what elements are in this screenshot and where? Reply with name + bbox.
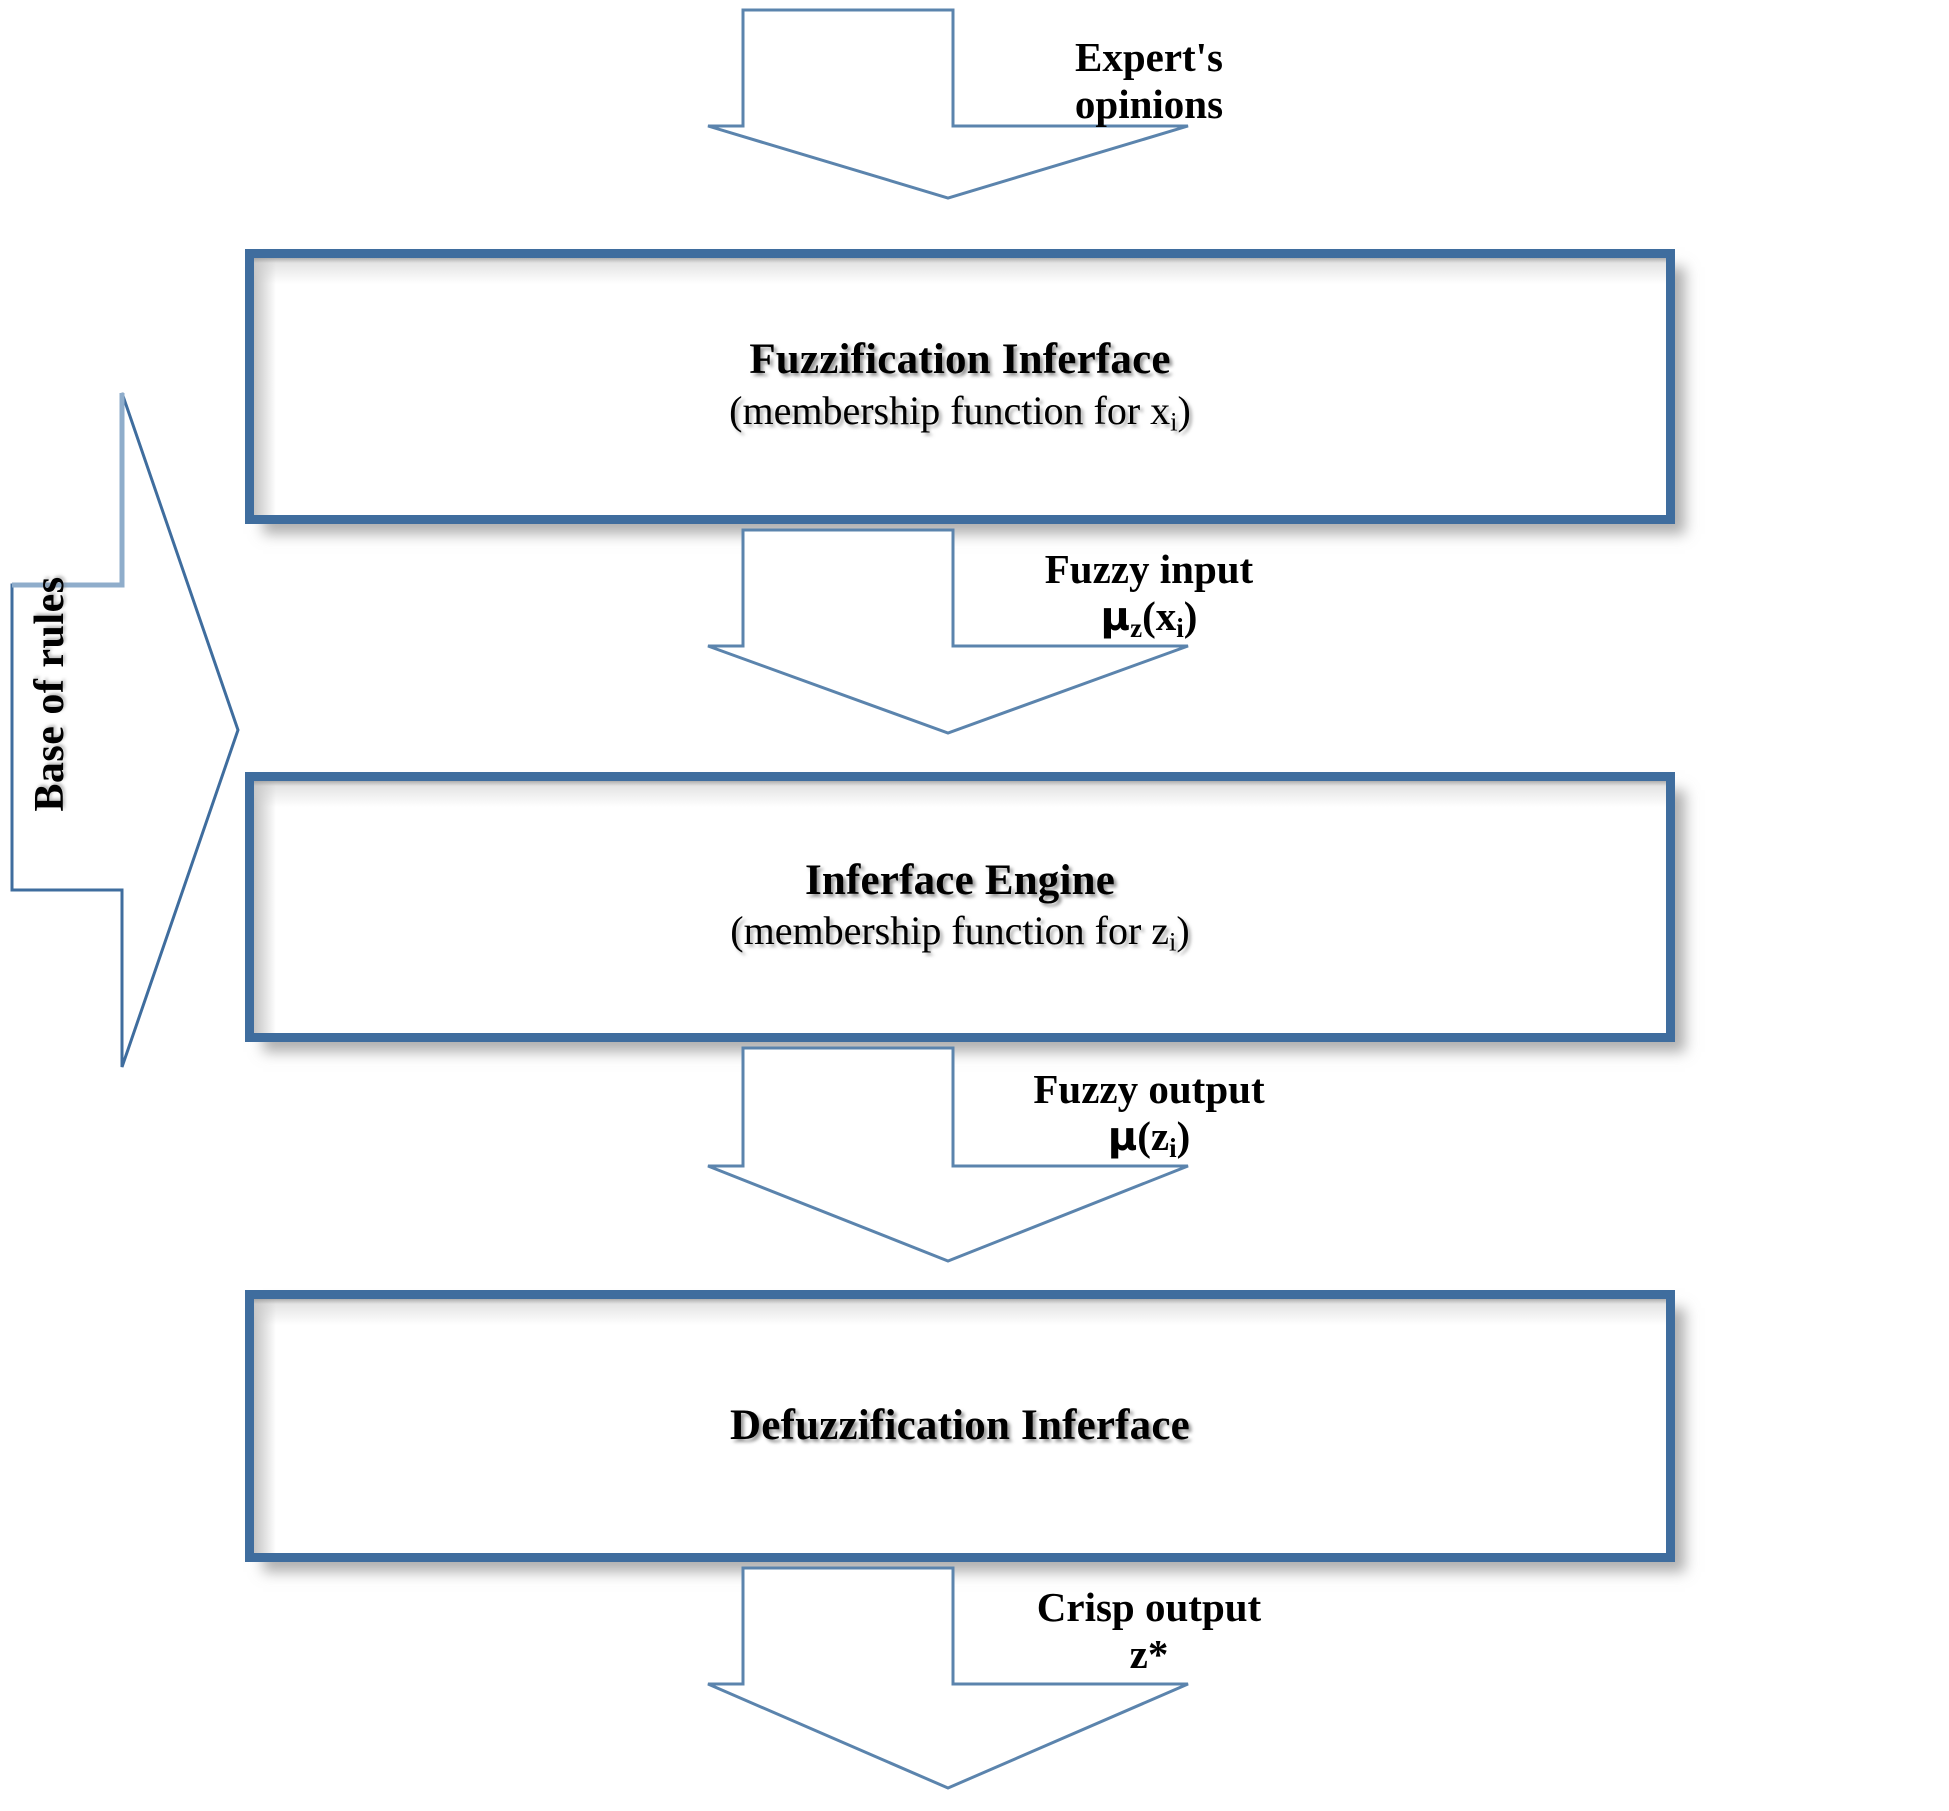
box-content: Inferface Engine (membership function fo… [254,781,1666,1033]
inferface-engine-box[interactable]: Inferface Engine (membership function fo… [245,772,1675,1042]
box-subtitle-pre: (membership function for x [729,387,1171,433]
box-title: Defuzzification Inferface [730,1401,1190,1449]
box-title: Inferface Engine [804,856,1116,904]
box-subtitle-sub: i [1169,926,1177,957]
base-of-rules-label: Base of rules [27,576,73,812]
box-title: Fuzzification Inferface [749,336,1171,384]
box-content: Defuzzification Inferface [254,1299,1666,1553]
fuzzy-input-arrow: Fuzzy input μz(xi) [673,528,1513,758]
box-content: Fuzzification Inferface (membership func… [254,258,1666,515]
experts-opinions-arrow: Expert's opinions [673,8,1513,203]
fuzzy-output-arrow: Fuzzy output μ(zi) [673,1046,1513,1286]
arrow-highlight-edge [12,393,125,588]
box-subtitle-pre: (membership function for z [730,908,1170,953]
arrow-shape [707,1566,1189,1790]
box-subtitle-post: ) [1176,908,1190,953]
fuzzification-inferface-box[interactable]: Fuzzification Inferface (membership func… [245,249,1675,524]
arrow-shape [707,8,1189,200]
base-of-rules-arrow: Base of rules [0,385,250,1075]
arrow-shape [707,1046,1189,1263]
box-subtitle-post: ) [1177,387,1191,433]
box-subtitle: (membership function for xi) [729,387,1191,437]
crisp-output-arrow: Crisp output z* [673,1566,1513,1811]
arrow-shape [707,528,1189,735]
box-subtitle-sub: i [1170,406,1178,437]
box-subtitle: (membership function for zi) [730,908,1190,957]
defuzzification-inferface-box[interactable]: Defuzzification Inferface [245,1290,1675,1562]
